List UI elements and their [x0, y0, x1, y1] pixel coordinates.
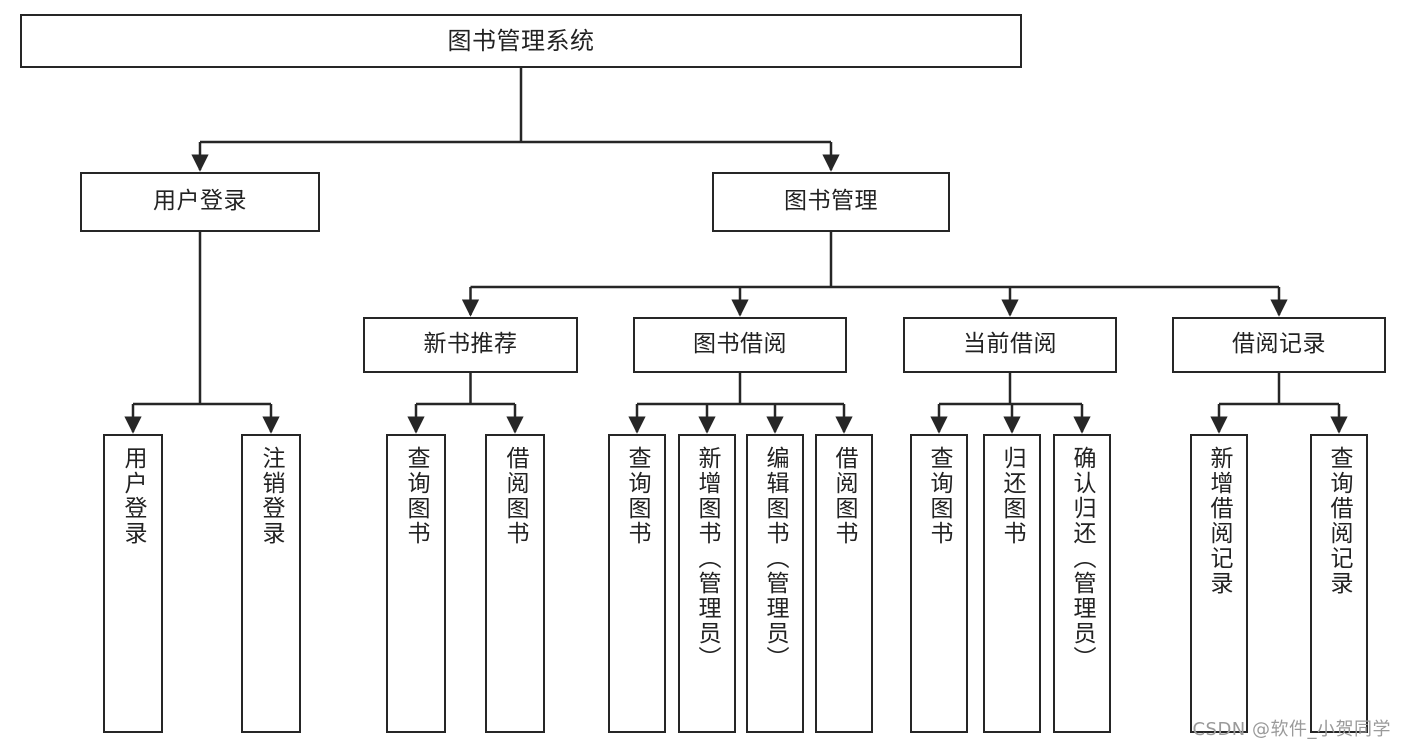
node-label: 借阅图书 [831, 446, 858, 546]
node-leaf8[interactable]: 借阅图书 [815, 434, 873, 733]
node-leaf7[interactable]: 编辑图书（管理员） [746, 434, 804, 733]
node-leaf4[interactable]: 借阅图书 [485, 434, 545, 733]
node-leaf11[interactable]: 确认归还（管理员） [1053, 434, 1111, 733]
node-current[interactable]: 当前借阅 [903, 317, 1117, 373]
node-label: 注销登录 [258, 446, 285, 546]
node-borrow[interactable]: 图书借阅 [633, 317, 847, 373]
node-leaf9[interactable]: 查询图书 [910, 434, 968, 733]
node-records[interactable]: 借阅记录 [1172, 317, 1386, 373]
node-bookmgmt[interactable]: 图书管理 [712, 172, 950, 232]
node-label: 用户登录 [120, 446, 147, 546]
node-leaf10[interactable]: 归还图书 [983, 434, 1041, 733]
node-label: 查询图书 [403, 446, 430, 546]
node-label: 图书管理系统 [447, 26, 595, 55]
node-leaf5[interactable]: 查询图书 [608, 434, 666, 733]
watermark: CSDN @软件_小贺同学 [1192, 719, 1391, 740]
node-label: 借阅记录 [1232, 331, 1326, 358]
node-label: 当前借阅 [963, 331, 1057, 358]
node-label: 图书管理 [784, 188, 878, 215]
node-label: 新增图书（管理员） [694, 446, 721, 671]
node-root[interactable]: 图书管理系统 [20, 14, 1022, 68]
node-label: 确认归还（管理员） [1069, 446, 1096, 671]
node-label: 编辑图书（管理员） [762, 446, 789, 671]
node-leaf3[interactable]: 查询图书 [386, 434, 446, 733]
node-newbook[interactable]: 新书推荐 [363, 317, 578, 373]
node-label: 归还图书 [999, 446, 1026, 546]
node-login[interactable]: 用户登录 [80, 172, 320, 232]
node-label: 新增借阅记录 [1206, 446, 1233, 596]
node-label: 图书借阅 [693, 331, 787, 358]
node-leaf13[interactable]: 查询借阅记录 [1310, 434, 1368, 733]
node-label: 新书推荐 [423, 331, 518, 358]
node-label: 查询图书 [926, 446, 953, 546]
node-leaf12[interactable]: 新增借阅记录 [1190, 434, 1248, 733]
node-leaf6[interactable]: 新增图书（管理员） [678, 434, 736, 733]
node-leaf2[interactable]: 注销登录 [241, 434, 301, 733]
node-leaf1[interactable]: 用户登录 [103, 434, 163, 733]
node-label: 借阅图书 [502, 446, 529, 546]
node-label: 用户登录 [153, 188, 247, 215]
node-label: 查询借阅记录 [1326, 446, 1353, 596]
node-label: 查询图书 [624, 446, 651, 546]
